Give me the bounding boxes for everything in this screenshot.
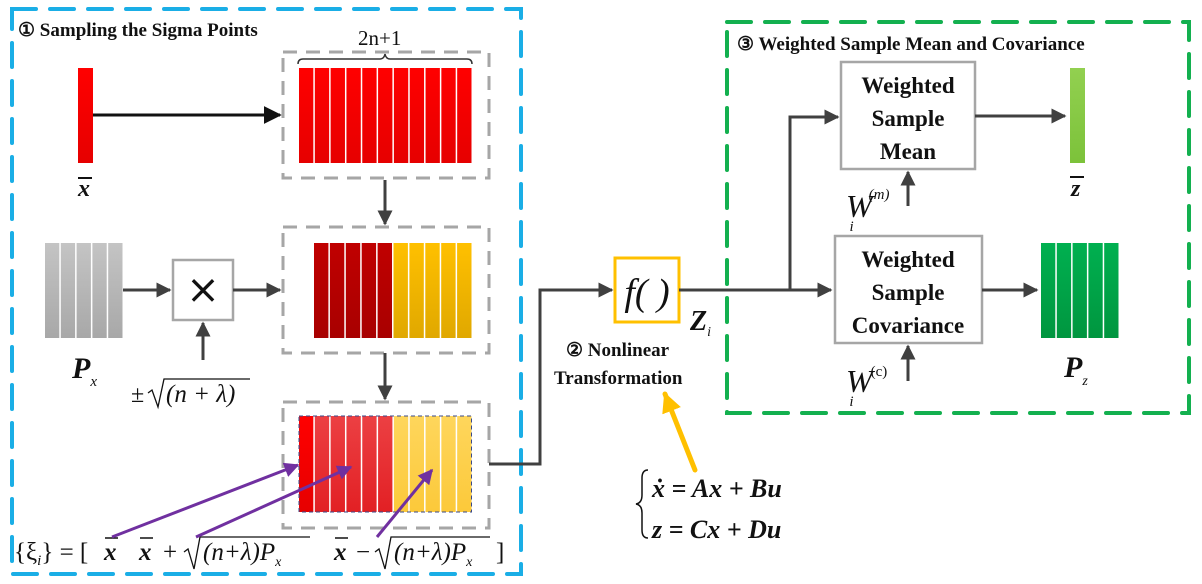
x-mean-label: x <box>77 176 90 202</box>
svg-text:x: x <box>333 539 347 566</box>
sigma-points-column <box>299 416 314 512</box>
sigma-column <box>362 68 377 163</box>
scaled-sqrt-matrix <box>314 243 472 338</box>
sigma-points-outline <box>298 415 472 513</box>
px-column <box>45 243 60 338</box>
scaled-column <box>425 243 440 338</box>
pz-label: Pz <box>1063 351 1088 389</box>
sigma-points-column <box>457 416 472 512</box>
sigma-column <box>441 68 456 163</box>
x-mean-vector <box>78 68 93 163</box>
weighted-mean-line3: Mean <box>880 139 936 164</box>
annotation-arrow-mean <box>111 462 300 539</box>
weighted-cov-line3: Covariance <box>852 313 964 338</box>
weighted-cov-line2: Sample <box>872 280 945 305</box>
scaled-column <box>345 243 361 338</box>
weighted-mean-line1: Weighted <box>861 73 954 98</box>
section2-title-line1: ② Nonlinear <box>566 340 670 361</box>
sigma-column <box>330 68 345 163</box>
sigma-column <box>425 68 440 163</box>
px-column <box>108 243 123 338</box>
wc-label: W(c)i <box>846 363 887 410</box>
px-column <box>92 243 107 338</box>
scaled-column <box>409 243 424 338</box>
f-label: f( ) <box>624 272 669 314</box>
sigma-column <box>409 68 425 163</box>
sigma-formula: {ξi} = [ x x + (n+λ)Px x − (n+λ)Px ] <box>14 536 504 570</box>
svg-text:x: x <box>103 539 117 566</box>
px-matrix <box>45 243 123 338</box>
pz-column <box>1041 243 1056 338</box>
pz-column <box>1088 243 1103 338</box>
pz-column <box>1104 243 1119 338</box>
svg-text:−: − <box>356 539 370 566</box>
svg-text:]: ] <box>496 539 504 566</box>
svg-text:{ξi} = [: {ξi} = [ <box>14 539 88 569</box>
pz-column <box>1056 243 1072 338</box>
section3-title: ③ Weighted Sample Mean and Covariance <box>737 34 1085 55</box>
sigma-points-column <box>378 416 393 512</box>
sigma-column <box>346 68 361 163</box>
sigma-points-column <box>441 416 456 512</box>
z-mean-label: z <box>1070 176 1081 202</box>
scaled-column <box>361 243 377 338</box>
section2-title-line2: Transformation <box>554 368 683 389</box>
system-arrow <box>662 391 698 473</box>
scaled-column <box>393 243 408 338</box>
pz-matrix <box>1041 243 1119 338</box>
sigma-column <box>378 68 393 163</box>
svg-text:(n+λ)Px: (n+λ)Px <box>203 539 282 570</box>
scaled-column <box>314 243 329 338</box>
px-label: Px <box>71 352 97 390</box>
stage2-box <box>281 225 491 355</box>
annotation-arrow-minus <box>375 468 434 538</box>
svg-text:x: x <box>138 539 152 566</box>
section3-border <box>725 20 1191 415</box>
sigma-points-column <box>393 416 409 512</box>
scaled-column <box>457 243 472 338</box>
sigma-column <box>314 68 330 163</box>
px-column <box>76 243 91 338</box>
z-i-label: Zi <box>689 306 711 340</box>
section1-title: ① Sampling the Sigma Points <box>18 20 258 41</box>
system-equations: ẋ = Ax + Bu z = Cx + Du <box>635 469 782 544</box>
stage1-box <box>281 50 491 180</box>
sigma-matrix <box>299 68 472 163</box>
sigma-column <box>457 68 472 163</box>
count-brace <box>297 53 473 65</box>
arrow-sigma-to-f <box>489 282 614 466</box>
scaled-column <box>329 243 345 338</box>
arrow-f-to-mean <box>788 109 840 290</box>
svg-text:(n + λ): (n + λ) <box>166 381 235 408</box>
sigma-column <box>393 68 409 163</box>
sigma-points-column <box>362 416 377 512</box>
scaled-column <box>377 243 392 338</box>
count-label: 2n+1 <box>358 26 401 50</box>
sigma-points-matrix <box>298 415 472 513</box>
pz-column <box>1072 243 1087 338</box>
sigma-points-column <box>330 416 345 512</box>
wm-label: W(m)i <box>846 187 889 235</box>
scale-label: ± (n + λ) <box>131 378 250 410</box>
sigma-points-column <box>314 416 330 512</box>
scaled-column <box>441 243 456 338</box>
system-eq2: z = Cx + Du <box>651 515 781 544</box>
weighted-cov-line1: Weighted <box>861 247 954 272</box>
sigma-points-column <box>346 416 361 512</box>
annotation-arrow-plus <box>195 465 353 539</box>
sigma-points-column <box>409 416 425 512</box>
multiply-icon: × <box>186 267 220 313</box>
svg-text:+: + <box>163 539 177 566</box>
section1-border <box>10 7 523 576</box>
sigma-column <box>299 68 314 163</box>
system-eq1: ẋ = Ax + Bu <box>651 474 782 503</box>
sigma-points-column <box>425 416 440 512</box>
z-mean-vector <box>1070 68 1085 163</box>
px-column <box>60 243 76 338</box>
svg-text:(n+λ)Px: (n+λ)Px <box>394 539 473 570</box>
weighted-mean-line2: Sample <box>872 106 945 131</box>
svg-text:±: ± <box>131 382 144 408</box>
